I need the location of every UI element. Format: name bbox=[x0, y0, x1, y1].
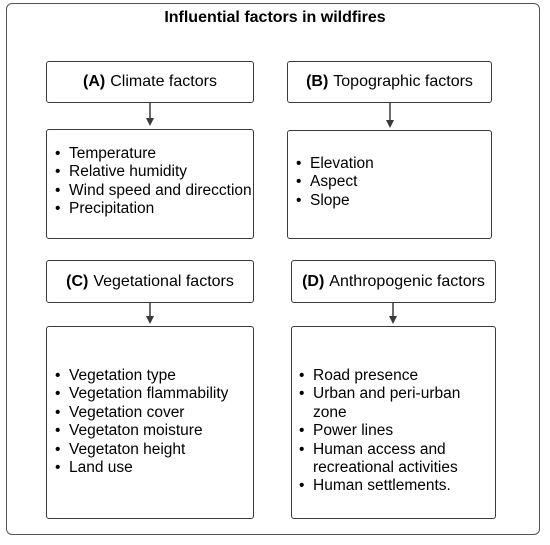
panel-d-name: Anthropogenic factors bbox=[329, 272, 485, 290]
list-item: Slope bbox=[296, 192, 491, 211]
panel-a-name: Climate factors bbox=[110, 73, 217, 90]
panel-b-header: (B) Topographic factors bbox=[287, 61, 492, 103]
panel-c-name: Vegetational factors bbox=[93, 272, 234, 290]
list-item: Human access and bbox=[299, 441, 495, 460]
list-item: Relative humidity bbox=[55, 163, 253, 182]
panel-a-list: Temperature Relative humidity Wind speed… bbox=[55, 145, 253, 219]
list-item: Vegetation flammability bbox=[55, 385, 253, 404]
diagram-title: Influential factors in wildfires bbox=[164, 9, 386, 26]
panel-c-letter: (C) bbox=[66, 272, 89, 290]
panel-a-list-box: Temperature Relative humidity Wind speed… bbox=[46, 129, 254, 239]
list-item: Vegetaton moisture bbox=[55, 422, 253, 441]
panel-d-list: Road presence Urban and peri-urban zone … bbox=[299, 367, 495, 496]
list-item: Land use bbox=[55, 459, 253, 478]
diagram-frame bbox=[6, 3, 540, 535]
list-item: Vegetation cover bbox=[55, 404, 253, 423]
arrow-b bbox=[386, 103, 394, 128]
arrow-c bbox=[146, 303, 154, 324]
panel-a-header: (A) Climate factors bbox=[46, 61, 254, 103]
list-item: Elevation bbox=[296, 155, 491, 174]
panel-b-list: Elevation Aspect Slope bbox=[296, 155, 491, 211]
list-item: Vegetation type bbox=[55, 367, 253, 386]
list-item: Road presence bbox=[299, 367, 495, 386]
panel-b-list-box: Elevation Aspect Slope bbox=[287, 130, 492, 239]
list-item: Aspect bbox=[296, 173, 491, 192]
list-item: Vegetaton height bbox=[55, 441, 253, 460]
panel-c-list-box: Vegetation type Vegetation flammability … bbox=[46, 326, 254, 519]
arrow-d bbox=[389, 303, 397, 324]
panel-d-letter: (D) bbox=[302, 272, 325, 290]
panel-d-list-box: Road presence Urban and peri-urban zone … bbox=[291, 326, 496, 519]
arrow-a bbox=[146, 103, 154, 126]
list-item: Urban and peri-urban zone bbox=[299, 385, 495, 422]
panel-a-letter: (A) bbox=[83, 73, 106, 90]
list-item-continuation: recreational activities bbox=[313, 459, 458, 477]
panel-c-header: (C) Vegetational factors bbox=[46, 260, 254, 303]
panel-c-list: Vegetation type Vegetation flammability … bbox=[55, 367, 253, 478]
list-item: Precipitation bbox=[55, 200, 253, 219]
panel-b-letter: (B) bbox=[306, 73, 329, 90]
list-item: Temperature bbox=[55, 145, 253, 164]
panel-b-name: Topographic factors bbox=[333, 73, 473, 90]
panel-d-header: (D) Anthropogenic factors bbox=[291, 260, 496, 303]
list-item: Human settlements. bbox=[299, 477, 495, 496]
list-item: Wind speed and direcction bbox=[55, 182, 253, 201]
list-item: Power lines bbox=[299, 422, 495, 441]
